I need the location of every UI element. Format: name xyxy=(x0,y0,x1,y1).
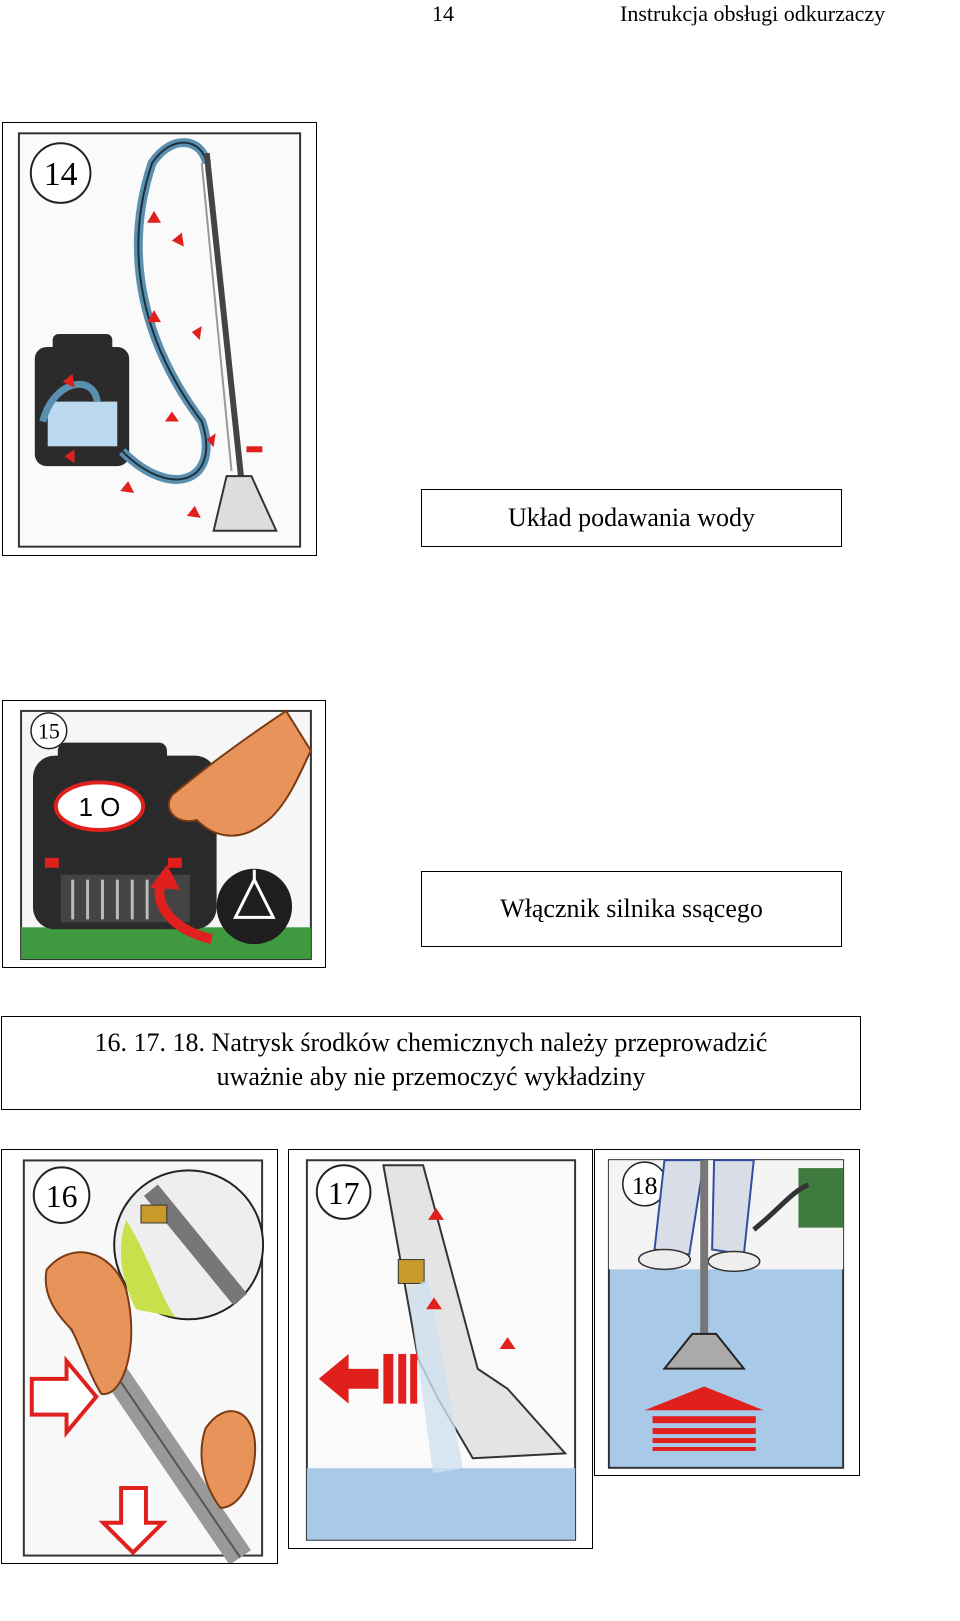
caption-line-1: 16. 17. 18. Natrysk środków chemicznych … xyxy=(94,1028,768,1057)
figure-number: 15 xyxy=(38,720,60,744)
figure-number: 18 xyxy=(632,1171,658,1200)
figure-16: 16 xyxy=(1,1149,278,1564)
figure-14-illustration: 14 xyxy=(17,132,302,548)
page-number: 14 xyxy=(432,1,454,26)
figure-17: 17 xyxy=(288,1149,593,1549)
figure-16-illustration: 16 xyxy=(22,1159,265,1563)
figure-14: 14 xyxy=(2,122,317,556)
figure-number: 16 xyxy=(46,1179,78,1214)
caption-chemical-spray: 16. 17. 18. Natrysk środków chemicznych … xyxy=(1,1016,861,1110)
caption-water-supply: Układ podawania wody xyxy=(421,489,842,547)
figure-number: 17 xyxy=(328,1176,360,1211)
figure-18: 18 xyxy=(594,1149,860,1476)
caption-motor-switch: Włącznik silnika ssącego xyxy=(421,871,842,947)
document-title: Instrukcja obsługi odkurzaczy xyxy=(620,1,886,26)
caption-line-2: uważnie aby nie przemoczyć wykładziny xyxy=(216,1062,646,1091)
figure-18-illustration: 18 xyxy=(607,1159,845,1469)
figure-15-illustration: 15 1 O xyxy=(20,709,313,961)
figure-15: 15 1 O xyxy=(2,700,326,968)
switch-label: 1 O xyxy=(79,794,121,822)
figure-number: 14 xyxy=(44,156,78,193)
figure-17-illustration: 17 xyxy=(305,1159,577,1541)
